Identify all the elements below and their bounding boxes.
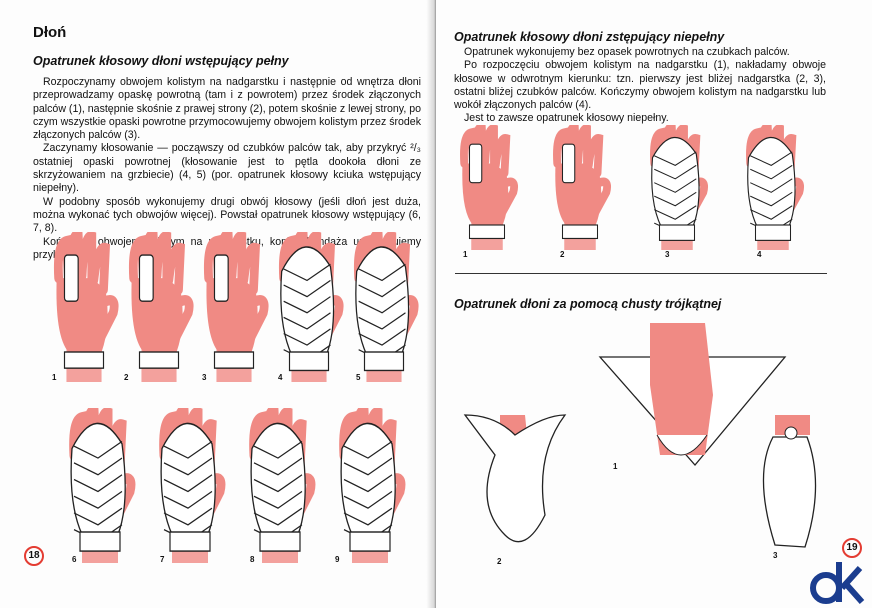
- paragraph: Zaczynamy kłosowanie — począwszy od czub…: [33, 142, 421, 195]
- bandage-step-figure: [345, 229, 423, 387]
- section-heading: Dłoń: [33, 24, 67, 41]
- figure-label: 4: [757, 250, 762, 259]
- triangular-sling-figure: [455, 315, 845, 575]
- figure-label: 2: [560, 250, 565, 259]
- right-title-2: Opatrunek dłoni za pomocą chusty trójkąt…: [454, 297, 722, 311]
- bandage-step-figure: [60, 405, 140, 568]
- figure-label: 2: [124, 373, 129, 382]
- paragraph: Opatrunek wykonujemy bez opasek powrotny…: [464, 46, 790, 58]
- paragraph: Rozpoczynamy obwojem kolistym na nadgars…: [33, 76, 421, 142]
- figure-label: 1: [613, 462, 618, 471]
- left-title: Opatrunek kłosowy dłoni wstępujący pełny: [33, 54, 289, 68]
- right-title: Opatrunek kłosowy dłoni zstępujący niepe…: [454, 30, 725, 44]
- bandage-step-figure: [195, 229, 273, 387]
- bandage-step-figure: [545, 122, 615, 255]
- left-body: Rozpoczynamy obwojem kolistym na nadgars…: [33, 76, 421, 262]
- figure-label: 3: [202, 373, 207, 382]
- figure-label: 8: [250, 555, 255, 564]
- divider: [455, 273, 827, 274]
- bandage-step-figure: [642, 122, 712, 255]
- right-body: Opatrunek wykonujemy bez opasek powrotny…: [454, 46, 826, 126]
- bandage-step-figure: [150, 405, 230, 568]
- bandage-step-figure: [738, 122, 808, 255]
- figure-label: 7: [160, 555, 165, 564]
- bandage-step-figure: [452, 122, 522, 255]
- paragraph: Jest to zawsze opatrunek kłosowy niepełn…: [464, 112, 669, 125]
- page-number: 19: [842, 538, 862, 558]
- figure-label: 6: [72, 555, 77, 564]
- figure-label: 3: [665, 250, 670, 259]
- figure-label: 1: [463, 250, 468, 259]
- bandage-step-figure: [120, 229, 198, 387]
- paragraph: W podobny sposób wykonujemy drugi obwój …: [33, 195, 421, 235]
- figure-label: 4: [278, 373, 283, 382]
- figure-label: 2: [497, 557, 502, 566]
- figure-label: 1: [52, 373, 57, 382]
- page-number: 18: [24, 546, 44, 566]
- publisher-logo: [808, 560, 866, 604]
- bandage-step-figure: [330, 405, 410, 568]
- figure-label: 9: [335, 555, 340, 564]
- figure-label: 3: [773, 551, 778, 560]
- bandage-step-figure: [270, 229, 348, 387]
- figure-label: 5: [356, 373, 361, 382]
- bandage-step-figure: [45, 229, 123, 387]
- bandage-step-figure: [240, 405, 320, 568]
- paragraph: Po rozpoczęciu obwojem kolistym na nadga…: [454, 59, 826, 112]
